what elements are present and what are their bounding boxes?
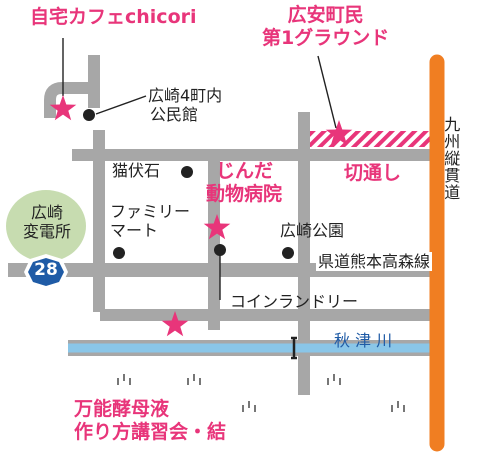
kiridoshi-band [310, 131, 435, 147]
river-label: 秋 津 川 [334, 331, 393, 350]
field-symbols [117, 374, 405, 412]
coin-laundry-label: コインランドリー [230, 292, 359, 311]
road-cafe-branch [44, 82, 94, 118]
substation-area [6, 190, 86, 262]
bridge-icon [291, 336, 297, 360]
community-hall-line1: 広崎4町内 [148, 86, 223, 105]
field-symbol-icon [242, 401, 256, 412]
substation-line2: 変電所 [22, 222, 71, 242]
jinda-clinic-line2: 動物病院 [206, 182, 283, 205]
star-icon [203, 214, 231, 240]
ground-label-line1: 広安町民 [287, 4, 364, 26]
substation-line1: 広崎 [30, 203, 63, 222]
workshop-label: 万能酵母液 作り方講習会・結 [74, 398, 226, 444]
road-network [44, 55, 440, 395]
prefectural-road-label: 県道熊本高森線 [316, 252, 433, 272]
workshop-line2: 作り方講習会・結 [74, 420, 227, 443]
substation-label: 広崎 変電所 [16, 203, 78, 241]
familymart-label: ファミリー マート [110, 202, 190, 240]
jinda-clinic-line1: じんだ [216, 160, 274, 182]
route-number: 28 [34, 260, 58, 280]
leader-lines [62, 38, 337, 300]
star-icon [49, 95, 77, 121]
dot-icon [181, 166, 193, 178]
park-label: 広崎公園 [280, 221, 345, 240]
cafe-label: 自宅カフェchicori [30, 6, 197, 28]
field-symbol-icon [391, 401, 405, 412]
dot-icon [83, 109, 95, 121]
landmark-dots [83, 109, 294, 259]
star-markers [49, 95, 353, 337]
field-symbol-icon [187, 374, 201, 385]
nekobuseishi-label: 猫伏石 [112, 161, 161, 180]
ground-label: 広安町民 第1グラウンド [262, 4, 389, 50]
jinda-clinic-label: じんだ 動物病院 [206, 160, 282, 206]
field-symbol-icon [327, 374, 341, 385]
familymart-line1: ファミリー [110, 202, 191, 221]
dot-icon [282, 247, 294, 259]
star-icon [325, 120, 353, 146]
star-icon [161, 311, 189, 337]
field-symbol-icon [117, 374, 131, 385]
dot-icon [214, 244, 226, 256]
kiridoshi-label: 切通し [344, 162, 402, 184]
community-hall-label: 広崎4町内 公民館 [148, 86, 222, 124]
workshop-line1: 万能酵母液 [74, 398, 170, 420]
familymart-line2: マート [110, 221, 159, 241]
kyushu-expressway-label: 九州縦貫道 [441, 116, 461, 201]
community-hall-line2: 公民館 [150, 105, 199, 125]
dot-icon [113, 247, 125, 259]
route-shield-icon [24, 254, 68, 290]
ground-label-line2: 第1グラウンド [262, 26, 390, 49]
